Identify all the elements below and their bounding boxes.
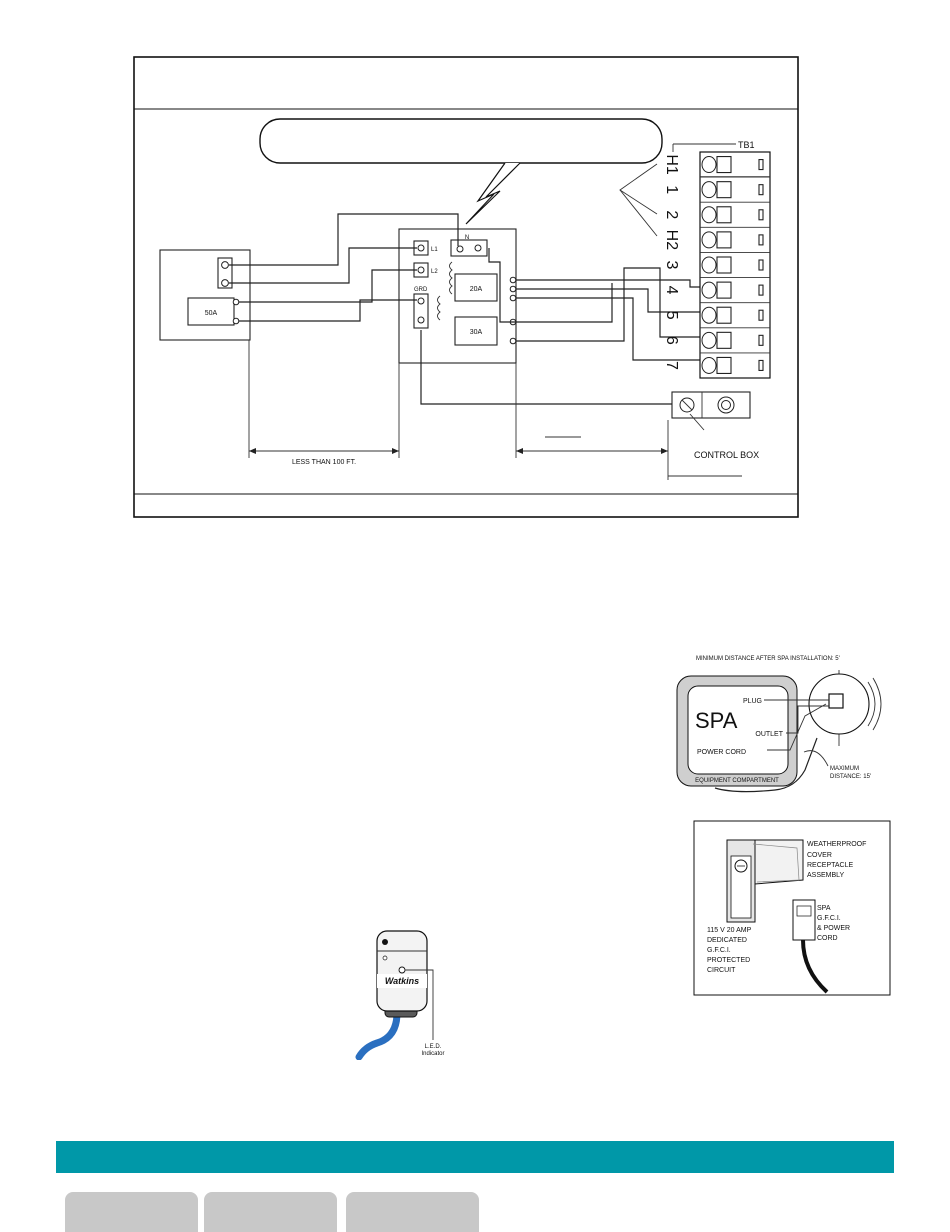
tb1-clamp	[716, 181, 732, 199]
tb1-terminal-label: 2	[663, 210, 680, 219]
svg-text:SPA: SPA	[817, 905, 831, 912]
svg-text:TB1: TB1	[738, 140, 755, 150]
breaker-30a	[454, 316, 498, 346]
tb1-clamp	[716, 156, 732, 174]
control-box-label: CONTROL BOX	[694, 450, 759, 460]
breaker-50a-label: 50A	[205, 310, 218, 317]
svg-text:L.E.D.: L.E.D.	[425, 1044, 442, 1050]
tb1-screw	[701, 331, 717, 349]
svg-text:DISTANCE: 15': DISTANCE: 15'	[830, 774, 871, 780]
led-indicator	[398, 966, 406, 974]
note-bubble	[259, 118, 663, 164]
svg-text:OUTLET: OUTLET	[755, 731, 783, 738]
svg-text:N: N	[465, 235, 469, 241]
distance-less-100ft: LESS THAN 100 FT.	[292, 459, 356, 466]
breaker-20a	[454, 273, 498, 302]
svg-text:CORD: CORD	[817, 935, 838, 942]
svg-text:ASSEMBLY: ASSEMBLY	[807, 872, 845, 879]
tb1-terminal-label: 3	[663, 261, 680, 270]
svg-text:L2: L2	[431, 269, 438, 275]
tb1-terminal-label: 5	[663, 311, 680, 320]
svg-text:COVER: COVER	[807, 852, 832, 859]
tb1-screw	[701, 306, 717, 324]
diagram-frame	[133, 56, 799, 518]
footer-tab-1[interactable]	[65, 1192, 198, 1232]
min-distance-label: MINIMUM DISTANCE AFTER SPA INSTALLATION:…	[696, 656, 840, 662]
tb1-clamp	[716, 256, 732, 274]
svg-text:& POWER: & POWER	[817, 925, 850, 932]
svg-text:POWER CORD: POWER CORD	[697, 749, 746, 756]
tb1-screw	[701, 256, 717, 274]
power-cord	[355, 1009, 401, 1060]
tb1-terminal-label: 4	[663, 286, 680, 295]
gfci-plug-illustration: Watkins L.E.D. Indicator	[355, 930, 445, 1060]
svg-text:Indicator: Indicator	[421, 1051, 444, 1057]
svg-text:DEDICATED: DEDICATED	[707, 937, 747, 944]
svg-text:G.F.C.I.: G.F.C.I.	[817, 915, 841, 922]
tb1-terminal-label: 1	[663, 185, 680, 194]
spa-label: SPA	[695, 708, 738, 733]
tb1-clamp	[716, 231, 732, 249]
brand-label: Watkins	[385, 976, 419, 986]
svg-text:MAXIMUM: MAXIMUM	[830, 766, 859, 772]
tb1-clamp	[716, 356, 732, 374]
tb1-terminal-label: 6	[663, 336, 680, 345]
tb1-screw	[701, 181, 717, 199]
tb1-screw	[701, 231, 717, 249]
svg-text:115 V 20 AMP: 115 V 20 AMP	[707, 927, 752, 934]
tb1-clamp	[716, 206, 732, 224]
spa-plug-diagram: MINIMUM DISTANCE AFTER SPA INSTALLATION:…	[676, 656, 882, 793]
main-panel	[159, 249, 251, 341]
footer-tab-2[interactable]	[204, 1192, 337, 1232]
tb1-screw	[701, 206, 717, 224]
tb1-screw	[701, 281, 717, 299]
svg-text:PROTECTED: PROTECTED	[707, 957, 750, 964]
tb1-screw	[701, 156, 717, 174]
receptacle-diagram: WEATHERPROOF COVER RECEPTACLE ASSEMBLY S…	[693, 820, 891, 996]
wiring-diagram: 50A N L1 L2 GRD 20A 30A TB1	[133, 56, 799, 518]
svg-text:L1: L1	[431, 247, 438, 253]
tb1-clamp	[716, 331, 732, 349]
svg-text:EQUIPMENT COMPARTMENT: EQUIPMENT COMPARTMENT	[695, 778, 779, 784]
svg-text:GRD: GRD	[414, 287, 428, 293]
svg-text:G.F.C.I.: G.F.C.I.	[707, 947, 731, 954]
svg-text:WEATHERPROOF: WEATHERPROOF	[807, 841, 866, 848]
tb1-terminal-label: H2	[663, 230, 680, 251]
tb1-clamp	[716, 306, 732, 324]
lightning-bolt	[465, 162, 521, 225]
tb1-terminal-label: 7	[663, 361, 680, 370]
test-button	[382, 939, 388, 945]
svg-text:30A: 30A	[470, 329, 483, 336]
svg-text:PLUG: PLUG	[743, 698, 762, 705]
footer-band	[56, 1141, 894, 1173]
svg-text:20A: 20A	[470, 286, 483, 293]
tb1-clamp	[716, 281, 732, 299]
tb1-terminal-label: H1	[663, 154, 680, 175]
footer-tab-3[interactable]	[346, 1192, 479, 1232]
tb1-screw	[701, 356, 717, 374]
svg-text:CIRCUIT: CIRCUIT	[707, 967, 736, 974]
breaker-50a	[187, 297, 235, 326]
svg-text:RECEPTACLE: RECEPTACLE	[807, 862, 853, 869]
